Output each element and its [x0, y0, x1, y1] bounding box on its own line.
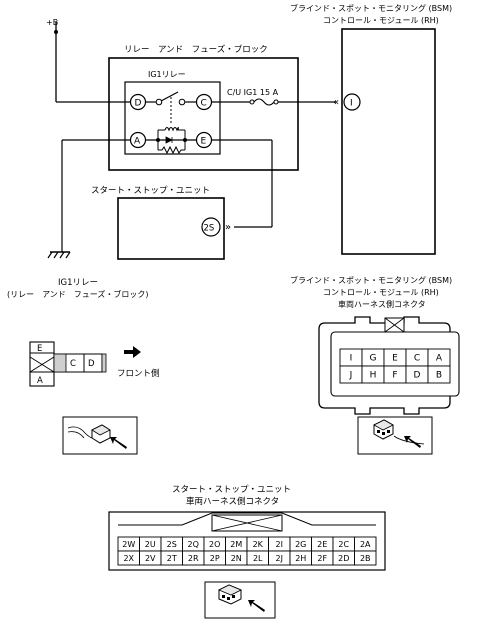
bsm-pin-label: D: [414, 371, 421, 381]
bsm-pin-label: E: [392, 354, 398, 364]
relay-conn-title1: IG1リレー: [58, 278, 98, 288]
sscu-pin-label: 2B: [360, 554, 371, 563]
relay-connector-view: IG1リレー (リレー アンド フューズ・ブロック) E A C D フロント側: [7, 278, 160, 455]
sscu-pin-label: 2A: [360, 540, 371, 549]
power-label: +B: [46, 18, 58, 27]
coil-symbol: [164, 126, 179, 132]
sscu-pin-label: 2O: [209, 540, 220, 549]
sscu-connector-grid: 2W 2U 2S 2Q 2O 2M 2K 2I 2G 2E 2C 2A 2X 2V 2T 2R 2P 2N 2L 2J…: [117, 536, 377, 566]
terminal-c: C: [201, 99, 207, 109]
sscu-cell: [354, 550, 377, 566]
bsm-cell: [427, 365, 451, 384]
bsm-title-line1: ブラインド・スポット・モニタリング (BSM): [290, 3, 452, 13]
sscu-pin-label: 2P: [210, 554, 220, 563]
bsm-pin-label: H: [370, 371, 377, 381]
relay-cell-a: A: [37, 376, 43, 386]
sscu-pin-label: 2R: [188, 554, 199, 563]
connector-view-icon: [62, 416, 138, 455]
sscu-pin-label: 2Q: [188, 540, 199, 549]
sscu-pin-label: 2I: [276, 540, 283, 549]
sscu-title: スタート・ストップ・ユニット: [91, 186, 210, 196]
terminal-i: I: [350, 99, 353, 109]
relay-conn-title2: (リレー アンド フューズ・ブロック): [7, 289, 149, 299]
bsm-connector-view: ブラインド・スポット・モニタリング (BSM) コントロール・モジュール (RH…: [290, 275, 460, 415]
ground-circuit: [47, 139, 131, 259]
bsm-pin-label: G: [370, 354, 377, 364]
sscu-circuit: »: [211, 139, 273, 233]
bsm-pin-label: B: [436, 371, 442, 381]
connector-view-icon: [357, 416, 433, 455]
terminal-2s: 2S: [204, 224, 215, 234]
sscu-pin-label: 2L: [253, 554, 263, 563]
sscu-pin-label: 2H: [295, 554, 306, 563]
bsm-conn-title3: 車両ハーネス側コネクタ: [338, 299, 426, 309]
bsm-connector-grid: I G E C A J H F D B: [339, 348, 451, 384]
sscu-pin-label: 2K: [253, 540, 264, 549]
fuse-circuit: C/U IG1 15 A «: [211, 88, 339, 108]
connector-view-icon: [204, 581, 276, 619]
relay-cell-e: E: [37, 344, 42, 354]
sscu-pin-label: 2D: [338, 554, 349, 563]
sscu-pin-label: 2S: [167, 540, 177, 549]
bsm-pin-label: J: [349, 371, 353, 381]
sscu-pin-label: 2E: [317, 540, 327, 549]
terminal-d: D: [135, 99, 142, 109]
sscu-pin-label: 2C: [338, 540, 349, 549]
connector-mark-2s: »: [225, 222, 231, 233]
relay-block-title: リレー アンド フューズ・ブロック: [124, 44, 268, 55]
bsm-pin-label: C: [414, 354, 420, 364]
sscu-pin-label: 2X: [123, 554, 134, 563]
sscu-pin-label: 2J: [276, 554, 283, 563]
relay-switch: D C: [129, 91, 213, 124]
bsm-pin-label: F: [392, 371, 397, 381]
ig1-relay-label: IG1リレー: [148, 70, 186, 79]
sscu-pin-label: 2U: [145, 540, 156, 549]
bsm-pin-label: I: [350, 354, 353, 364]
arrow-right-icon: [124, 346, 141, 358]
relay-coil: A E: [129, 126, 213, 155]
bsm-pin-label: A: [436, 354, 443, 364]
bsm-module: ブラインド・スポット・モニタリング (BSM) コントロール・モジュール (RH…: [290, 3, 452, 255]
sscu-pin-label: 2M: [230, 540, 242, 549]
sscu-pin-label: 2N: [231, 554, 242, 563]
terminal-e: E: [201, 137, 207, 147]
bsm-conn-title2: コントロール・モジュール (RH): [323, 288, 439, 297]
front-side-label: フロント側: [117, 368, 160, 379]
fuse-symbol: [253, 98, 275, 106]
sscu-pin-label: 2T: [167, 554, 177, 563]
sscu-pin-label: 2V: [145, 554, 156, 563]
fuse-label: C/U IG1 15 A: [227, 88, 279, 97]
terminal-a: A: [134, 137, 141, 147]
relay-cell-c: C: [70, 359, 76, 369]
relay-cell-d: D: [88, 359, 95, 369]
diode-symbol: [165, 136, 173, 144]
sscu-pin-label: 2G: [295, 540, 306, 549]
ground-symbol: [47, 251, 71, 259]
sscu-pin-label: 2W: [122, 540, 135, 549]
bsm-conn-title1: ブラインド・スポット・モニタリング (BSM): [290, 275, 452, 285]
start-stop-unit: スタート・ストップ・ユニット 2S: [91, 186, 225, 260]
relay-fuse-block: リレー アンド フューズ・ブロック IG1リレー: [108, 44, 299, 171]
connector-mark-i: «: [333, 97, 339, 108]
sscu-conn-title1: スタート・ストップ・ユニット: [172, 485, 291, 495]
sscu-conn-title2: 車両ハーネス側コネクタ: [186, 496, 279, 507]
power-source: +B: [46, 18, 131, 103]
bsm-title-line2: コントロール・モジュール (RH): [323, 16, 439, 25]
sscu-pin-label: 2F: [317, 554, 327, 563]
resistor-symbol: [158, 145, 185, 155]
